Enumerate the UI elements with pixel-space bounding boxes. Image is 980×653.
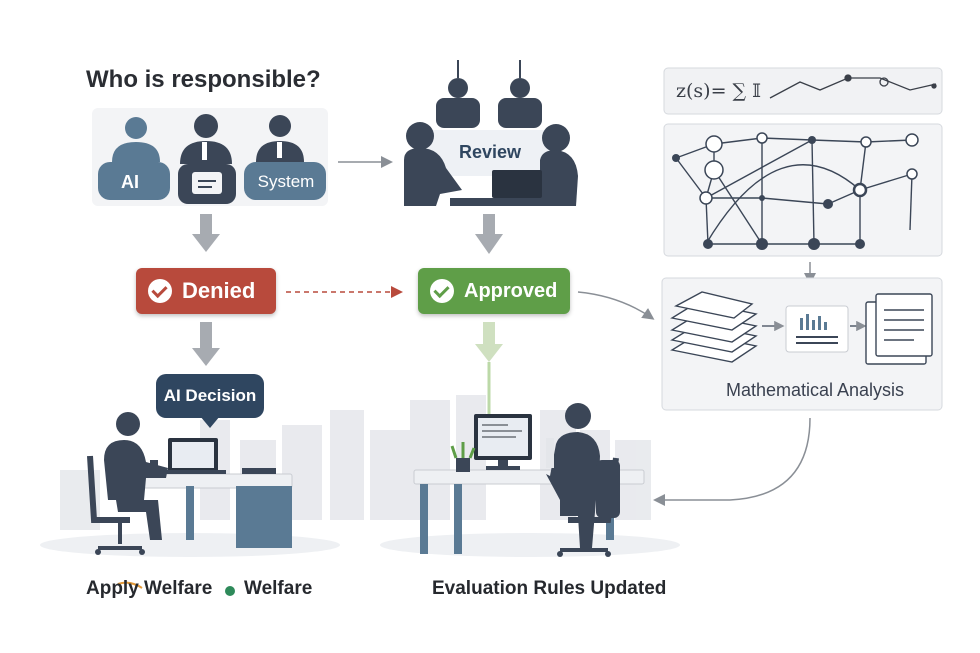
footer-left-text-2: Welfare xyxy=(244,578,313,599)
check-icon xyxy=(430,279,454,303)
arrow-approved-to-analysis xyxy=(577,291,655,320)
document-stack-icon xyxy=(670,291,758,363)
formula-strip xyxy=(663,67,943,115)
arrow-actors-to-denied xyxy=(192,214,220,252)
arrow-analysis-to-desk xyxy=(653,417,811,506)
ai-actor-label: AI xyxy=(121,172,139,192)
footer-right-text: Evaluation Rules Updated xyxy=(432,578,667,599)
arrow-denied-to-ai-decision xyxy=(192,322,220,366)
arrow-review-to-approved xyxy=(475,214,503,254)
check-icon xyxy=(148,279,172,303)
system-actor-label: System xyxy=(257,172,315,191)
left-desk-scene xyxy=(87,412,293,555)
analysis-label: Mathematical Analysis xyxy=(725,380,905,400)
approved-badge: Approved xyxy=(418,268,570,314)
formula-text: z(s)= ∑ 𝕀 xyxy=(676,80,762,102)
human-actor-icon xyxy=(178,114,236,204)
denied-badge: Denied xyxy=(136,268,276,314)
network-graph-panel xyxy=(663,123,943,257)
ai-actor-icon xyxy=(98,117,170,200)
network-graph-nodes xyxy=(672,132,919,250)
pointer-stroke-icon xyxy=(117,581,143,589)
report-document-icon xyxy=(865,293,933,365)
system-actor-icon xyxy=(244,115,326,200)
bubble-tail xyxy=(200,416,220,428)
denied-label: Denied xyxy=(182,278,256,303)
page-title: Who is responsible? xyxy=(86,66,321,93)
arrow-approved-to-desk xyxy=(475,322,503,420)
ai-decision-bubble: AI Decision xyxy=(156,374,264,418)
footer-left-text-1: Apply Welfare xyxy=(86,578,213,599)
review-panel-icon xyxy=(404,60,578,206)
bar-chart-card-icon xyxy=(785,305,849,353)
status-dot-icon xyxy=(225,586,235,596)
approved-label: Approved xyxy=(464,279,558,302)
formula-sparkline xyxy=(769,74,937,99)
review-label: Review xyxy=(458,142,522,162)
right-desk-scene xyxy=(413,403,645,557)
